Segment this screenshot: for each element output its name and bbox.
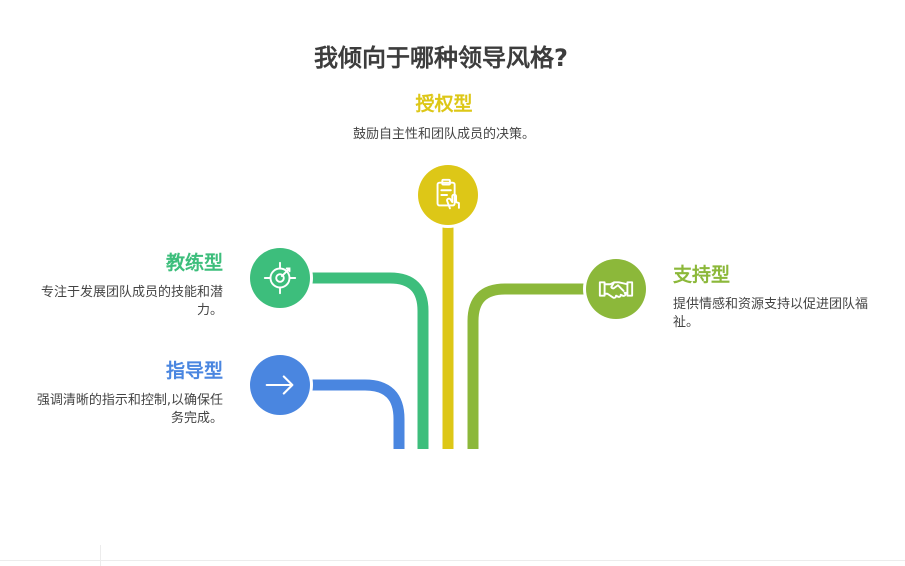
- direct-node: [250, 355, 310, 415]
- support-node: [586, 259, 646, 319]
- direct-description-line2: 务完成。: [170, 411, 223, 426]
- page-title: 我倾向于哪种领导风格?: [314, 44, 568, 72]
- coach-description-line1: 专注于发展团队成员的技能和潜: [40, 285, 223, 300]
- footer-divider: [0, 560, 905, 561]
- direct-connector: [305, 379, 405, 449]
- coach-connector: [305, 272, 429, 449]
- coach-node: [250, 248, 310, 308]
- target-icon: [263, 261, 297, 295]
- support-heading: 支持型: [673, 264, 731, 286]
- authorize-heading: 授权型: [415, 93, 473, 115]
- coach-heading: 教练型: [165, 252, 223, 274]
- direct-heading: 指导型: [165, 360, 223, 382]
- authorize-node: [418, 165, 478, 225]
- support-description: 提供情感和资源支持以促进团队福 祉。: [673, 296, 903, 332]
- handshake-icon: [598, 281, 634, 299]
- arrow-right-icon: [265, 375, 294, 395]
- footer-separator: [100, 545, 101, 566]
- coach-description-line2: 力。: [196, 303, 223, 318]
- authorize-description: 鼓励自主性和团队成员的决策。: [352, 127, 535, 142]
- support-description-line1: 提供情感和资源支持以促进团队福: [673, 297, 869, 312]
- clipboard-hand-icon: [436, 178, 460, 210]
- direct-description: 强调清晰的指示和控制,以确保任 务完成。: [0, 392, 223, 428]
- support-connector: [467, 283, 590, 449]
- direct-description-line1: 强调清晰的指示和控制,以确保任: [36, 393, 223, 408]
- coach-description: 专注于发展团队成员的技能和潜 力。: [0, 284, 223, 320]
- support-description-line2: 祉。: [673, 315, 700, 330]
